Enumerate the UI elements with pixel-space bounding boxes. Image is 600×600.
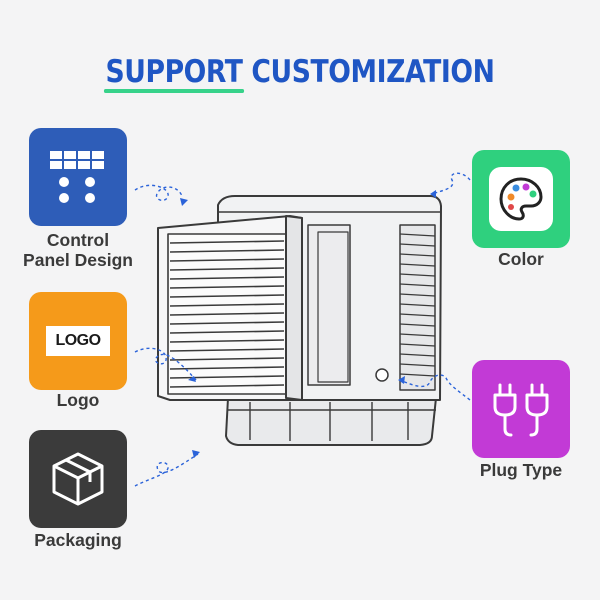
control-panel-label-line1: Control	[46, 230, 110, 250]
logo-label: Logo	[56, 390, 100, 410]
plug-type-tile	[472, 360, 570, 458]
control-panel-tile	[29, 128, 127, 226]
title-word-support: SUPPORT	[103, 54, 245, 93]
logo-tile: LOGO	[29, 292, 127, 390]
arrow-color	[431, 172, 471, 195]
packaging-label: Packaging	[34, 530, 122, 550]
arrow-plug	[399, 374, 471, 401]
page-title: SUPPORT CUSTOMIZATION	[42, 54, 558, 93]
control-panel-label: Control Panel Design	[5, 230, 151, 270]
plug-type-label: Plug Type	[479, 460, 563, 480]
arrow-packaging	[134, 453, 199, 487]
color-label: Color	[498, 249, 544, 269]
title-word-customization: CUSTOMIZATION	[251, 54, 495, 90]
logo-badge-text: LOGO	[55, 332, 101, 349]
box-icon	[52, 452, 104, 506]
plug-icon	[493, 383, 549, 437]
logo-badge-icon: LOGO	[46, 326, 110, 356]
palette-icon	[499, 177, 543, 221]
control-panel-grid-icon	[50, 151, 104, 203]
arrow-logo	[134, 347, 197, 381]
arrow-control-panel	[134, 184, 183, 202]
color-tile	[472, 150, 570, 248]
palette-icon-frame	[489, 167, 553, 231]
packaging-tile	[29, 430, 127, 528]
control-panel-label-line2: Panel Design	[23, 250, 133, 270]
